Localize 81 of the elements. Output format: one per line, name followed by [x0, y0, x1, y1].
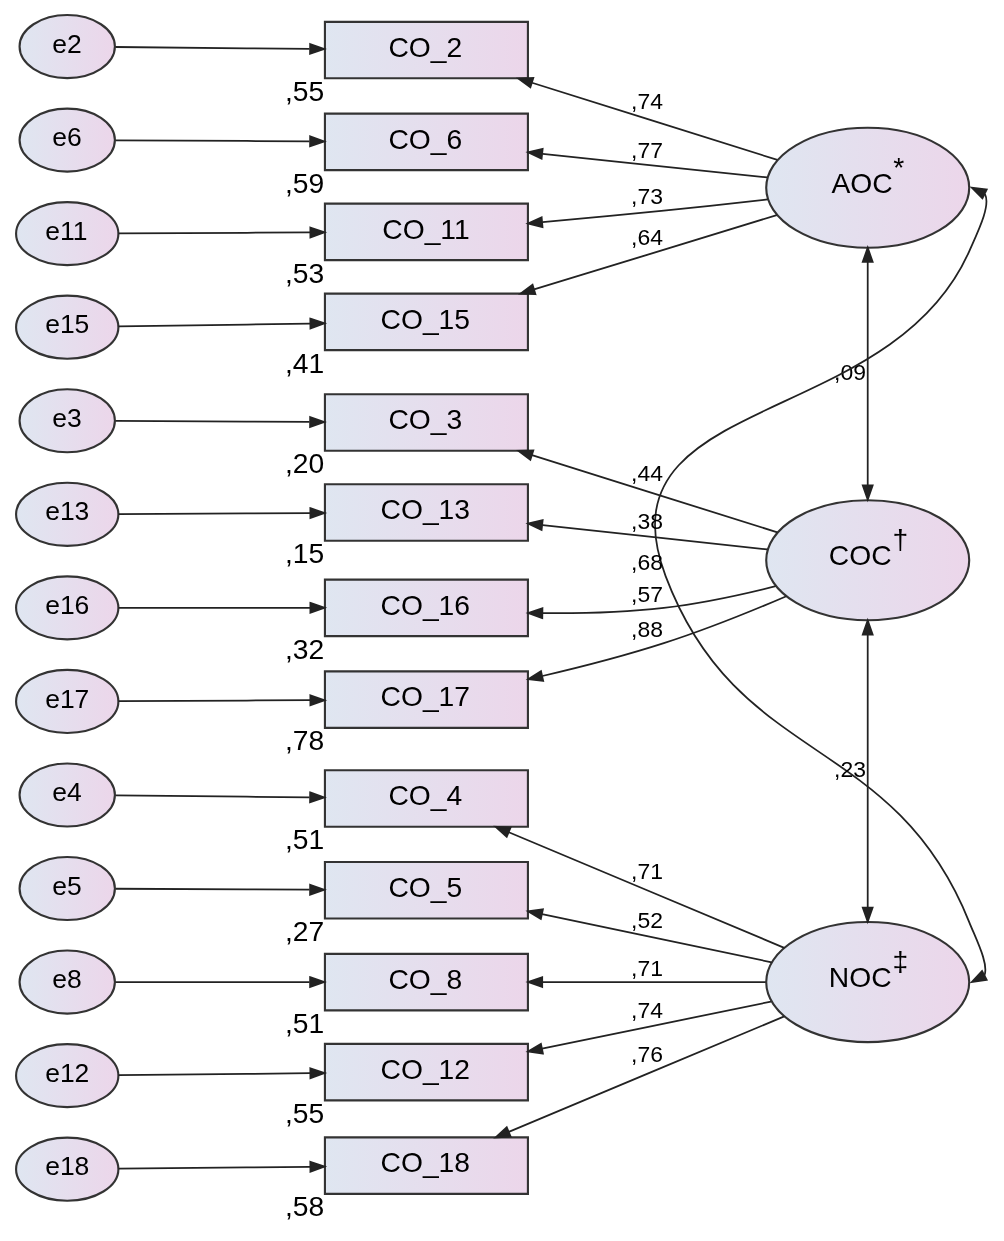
node-label: ,51: [285, 823, 325, 856]
arrow: [117, 506, 328, 520]
arrow: [117, 601, 328, 615]
node-ellipse: e5: [18, 855, 116, 922]
arrow: [114, 883, 327, 896]
node-ellipse: e12: [15, 1043, 120, 1109]
node-box: CO_6: [323, 112, 529, 172]
arrow: [493, 825, 786, 949]
node-label: ,78: [285, 724, 325, 757]
arrow: [117, 1067, 328, 1080]
arrow: [515, 449, 779, 534]
arrow: [515, 77, 779, 161]
node-box: CO_8: [323, 952, 529, 1012]
arrow: [525, 198, 769, 229]
node-box: CO_13: [323, 483, 529, 542]
arrow: [117, 694, 328, 707]
arrow: [117, 226, 328, 239]
edge-label: ,71: [631, 954, 664, 981]
node-ellipse: e8: [18, 949, 116, 1015]
arrow: [114, 791, 327, 804]
node-box: CO_5: [323, 861, 529, 920]
node-box: CO_18: [323, 1136, 529, 1195]
node-label: ,58: [285, 1190, 325, 1223]
edge-label: ,74: [631, 88, 664, 115]
node-ellipse: e3: [18, 388, 116, 454]
node-label: ,51: [285, 1006, 325, 1039]
arrow: [117, 1160, 328, 1173]
node-ellipse: e16: [15, 575, 120, 641]
edge-label: ,64: [631, 223, 664, 250]
node-box: CO_3: [323, 393, 529, 452]
node-ellipse: e6: [18, 107, 116, 173]
node-ellipse: e15: [15, 294, 120, 360]
node-box: CO_4: [323, 769, 529, 828]
edge-label: ,73: [631, 183, 664, 210]
arrow: [525, 1000, 772, 1055]
arrow: [525, 518, 769, 551]
edge-label: ,44: [631, 460, 664, 487]
node-ellipse: e11: [15, 201, 120, 267]
arrow: [117, 317, 328, 330]
arrow: [525, 908, 773, 964]
node-box: CO_2: [323, 20, 529, 80]
node-label: ,27: [285, 915, 325, 948]
node-ellipse: e17: [15, 668, 120, 734]
node-label: ,15: [285, 537, 325, 570]
node-ellipse: e4: [18, 762, 116, 828]
node-box: CO_11: [323, 202, 529, 262]
node-ellipse: e2: [18, 13, 116, 80]
node-label: ,53: [285, 256, 325, 289]
arrow: [654, 186, 989, 984]
edge-label: ,76: [631, 1041, 664, 1068]
arrow: [114, 135, 327, 148]
edge-label: ,88: [631, 615, 664, 642]
node-box: CO_17: [323, 670, 529, 729]
node-label: ,59: [285, 166, 325, 199]
node-box: CO_12: [323, 1042, 529, 1102]
arrow: [525, 975, 767, 989]
node-ellipse: e18: [15, 1136, 120, 1202]
arrow: [861, 617, 874, 925]
edge-label: ,68: [631, 548, 664, 575]
edge-label: ,74: [631, 997, 664, 1024]
arrow: [517, 214, 778, 296]
arrow: [114, 975, 327, 989]
node-label: ,32: [285, 632, 325, 665]
edge-label: ,57: [631, 580, 664, 607]
arrow: [525, 147, 769, 179]
edge-label: ,52: [631, 907, 664, 934]
edge-label: ,77: [631, 137, 664, 164]
node-label: ,55: [285, 74, 325, 107]
arrow: [525, 585, 777, 620]
node-label: ,41: [285, 346, 325, 379]
node-box: CO_15: [323, 292, 529, 352]
node-label: ,20: [285, 447, 325, 480]
node-box: CO_16: [323, 578, 529, 638]
arrow: [114, 415, 327, 429]
node-ellipse: e13: [15, 481, 120, 547]
arrow: [493, 1015, 786, 1139]
node-label: ,55: [285, 1096, 325, 1129]
arrow: [861, 245, 874, 503]
edge-label: ,71: [631, 857, 664, 884]
arrow: [114, 42, 327, 56]
arrow: [525, 595, 788, 682]
